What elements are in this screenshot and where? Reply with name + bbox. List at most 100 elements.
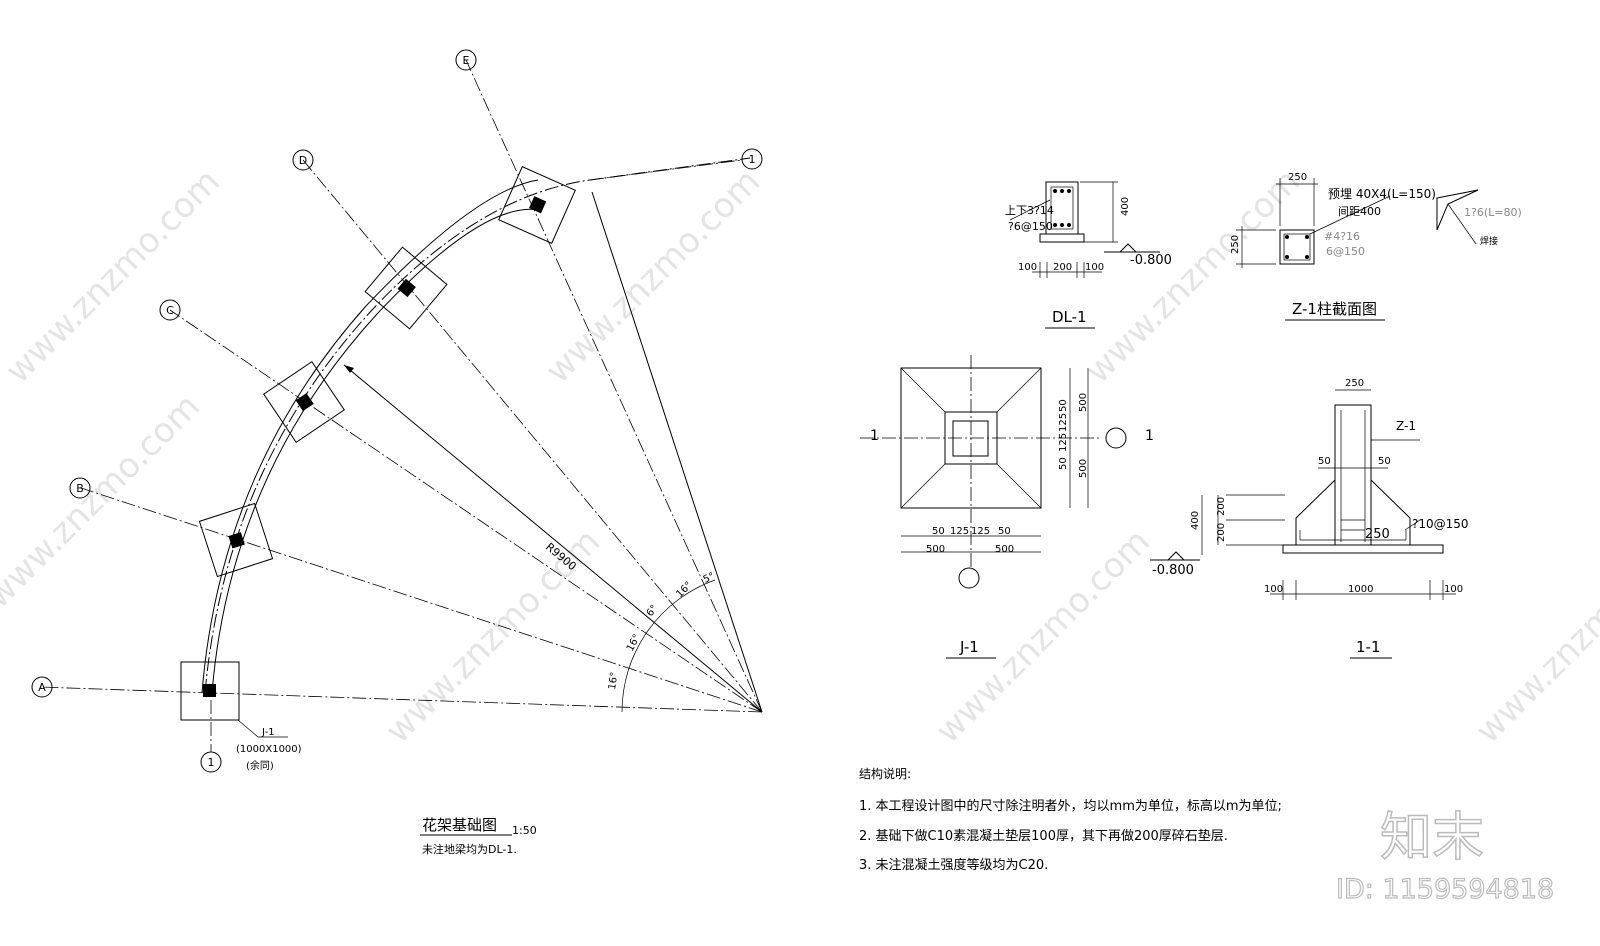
footing-c: [263, 361, 345, 443]
ground-beam-outer: [201, 179, 539, 694]
j1-dim: 125: [1058, 433, 1069, 452]
watermark-text: www.znzmo.com: [1468, 521, 1600, 751]
axis-line-c: [169, 309, 763, 713]
dl1-title: DL-1: [1052, 308, 1087, 326]
footing-d: [364, 246, 448, 330]
footing-e: [498, 166, 576, 244]
angle-label: 5°: [702, 571, 717, 586]
footing-b: [198, 502, 274, 578]
axis-bubble-1-bottom: 1: [200, 700, 222, 773]
s11-col-label: Z-1: [1396, 419, 1416, 433]
axis-bubble-1-top: 1: [589, 148, 763, 181]
z1-section: 250 250 #4?16 6@150 预埋 40X4(L=150) 间距400…: [1230, 172, 1522, 321]
svg-text:E: E: [463, 54, 470, 67]
footing-label: J-1: [261, 727, 275, 738]
s11-dim: 100: [1444, 584, 1463, 595]
watermark-text: www.znzmo.com: [0, 161, 228, 391]
dl1-cushion: [1039, 233, 1085, 243]
z1-spacing: 间距400: [1338, 205, 1381, 218]
dl1-dim: 100: [1018, 262, 1037, 273]
footing-note: (余同): [246, 759, 274, 772]
axis-line-end: [591, 191, 763, 713]
watermark-text: www.znzmo.com: [0, 386, 208, 616]
footing-leader: [237, 719, 288, 738]
angle-arc: [621, 579, 716, 713]
z1-height: 250: [1230, 235, 1241, 254]
brand-logo: 知末: [1380, 808, 1484, 868]
watermark-text: www.znzmo.com: [1078, 161, 1308, 391]
j1-plan: 1 1 50 125 125 50 500 500 50 125 125 50 …: [860, 355, 1154, 659]
radius-line: [343, 364, 763, 713]
axis-bubble-b: B: [69, 477, 91, 499]
j1-section-mark: 1: [1145, 428, 1154, 444]
s11-rebar-dim: 250: [1365, 527, 1390, 542]
angle-label: 16°: [674, 580, 694, 600]
z1-width: 250: [1288, 172, 1307, 183]
dl1-stirrup: ?6@150: [1008, 220, 1053, 233]
s11-dim: 1000: [1348, 584, 1373, 595]
section-1-1: 250 Z-1 50 50 200 200 400 ?10@150 250 -0…: [1150, 378, 1469, 659]
z1-column: [1279, 229, 1315, 265]
s11-dim: 200: [1216, 497, 1227, 516]
j1-section-mark: 1: [870, 428, 879, 444]
s11-column: [1334, 404, 1372, 546]
svg-text:D: D: [299, 154, 307, 167]
s11-dim: 200: [1216, 523, 1227, 542]
dl1-dim: 100: [1085, 262, 1104, 273]
radius-arrow: [344, 365, 354, 373]
axis-line-e: [465, 59, 763, 713]
axis-bubble-c: C: [159, 299, 181, 321]
axis-bubble-d: D: [292, 149, 314, 171]
footing-size: (1000X1000): [236, 744, 302, 755]
dl1-rebar: 上下3?14: [1005, 204, 1054, 217]
z1-leader: [1309, 195, 1391, 235]
image-id: ID: 1159594818: [1336, 874, 1554, 905]
s11-title: 1-1: [1356, 638, 1381, 656]
watermark-text: www.znzmo.com: [928, 521, 1158, 751]
j1-bubble: [1105, 427, 1127, 449]
z1-stirrup: 6@150: [1326, 245, 1365, 258]
s11-dim: 50: [1378, 456, 1391, 467]
s11-cushion: [1282, 544, 1444, 554]
dl1-elev-mark: [1104, 243, 1160, 253]
z1-weld: 焊接: [1480, 235, 1498, 247]
axis-line-b: [77, 486, 763, 713]
j1-dim: 50: [1058, 399, 1069, 412]
dl1-dim: 200: [1053, 262, 1072, 273]
j1-dim: 50: [932, 526, 945, 537]
arc-center-line: [204, 157, 751, 694]
axis-line-a: [39, 686, 763, 713]
j1-dim: 500: [926, 544, 945, 555]
angle-label: 16°: [607, 671, 620, 690]
s11-dim: 100: [1264, 584, 1283, 595]
notes-heading: 结构说明:: [859, 766, 911, 781]
notes-item: 3. 未注混凝土强度等级均为C20.: [859, 857, 1048, 873]
z1-anchor: 1?6(L=80): [1464, 206, 1522, 219]
s11-dim: 400: [1190, 511, 1201, 530]
axis-line-d: [302, 159, 763, 713]
j1-column: [952, 420, 989, 457]
j1-dim: 125: [950, 526, 969, 537]
j1-bubble: [958, 567, 980, 589]
ground-beam-inner: [211, 208, 541, 694]
svg-text:B: B: [76, 482, 84, 495]
axis-bubble-a: A: [31, 676, 53, 698]
s11-elev-mark: [1150, 551, 1200, 561]
s11-footing: [1295, 479, 1411, 545]
j1-dim: 50: [998, 526, 1011, 537]
svg-text:1: 1: [208, 756, 215, 769]
dl1-elevation: -0.800: [1130, 253, 1172, 268]
j1-dim: 500: [995, 544, 1014, 555]
notes-item: 2. 基础下做C10素混凝土垫层100厚，其下再做200厚碎石垫层.: [859, 828, 1228, 844]
j1-dim: 50: [1058, 457, 1069, 470]
z1-embed: 预埋 40X4(L=150): [1328, 187, 1436, 201]
svg-text:C: C: [166, 304, 174, 317]
svg-text:A: A: [38, 681, 46, 694]
notes-item: 1. 本工程设计图中的尺寸除注明者外，均以mm为单位，标高以m为单位;: [859, 798, 1282, 814]
j1-dim: 500: [1078, 459, 1089, 478]
plan-title: 花架基础图: [422, 816, 497, 834]
s11-elevation: -0.800: [1152, 563, 1194, 578]
j1-dim: 500: [1078, 393, 1089, 412]
s11-rebar: ?10@150: [1412, 517, 1469, 531]
